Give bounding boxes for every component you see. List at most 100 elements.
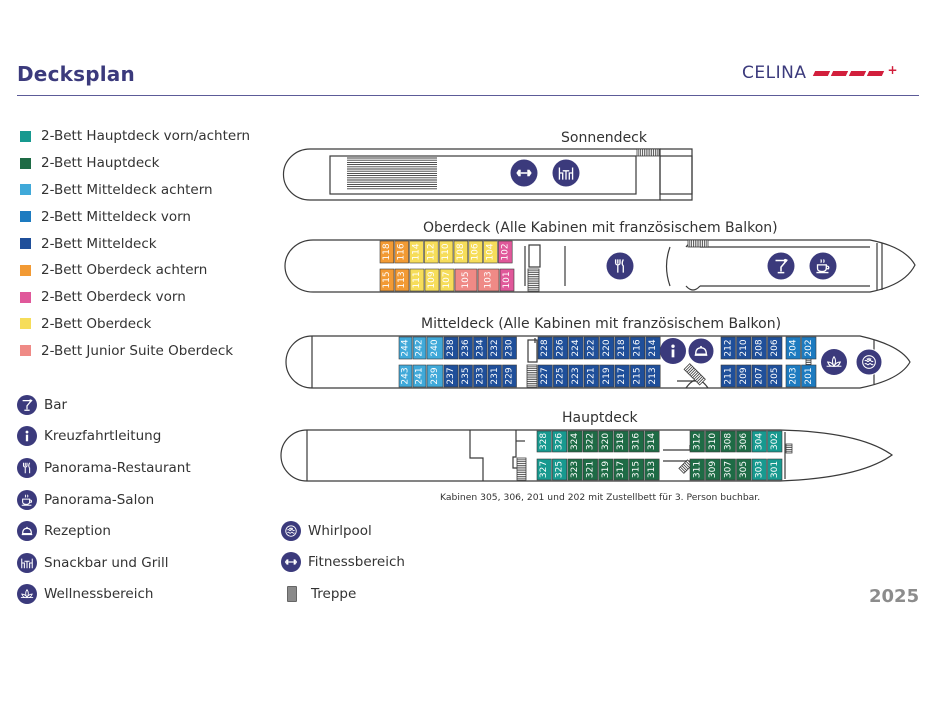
cabin-307[interactable]: 307 bbox=[720, 458, 736, 481]
cabin-216[interactable]: 216 bbox=[630, 336, 646, 360]
cabin-201[interactable]: 201 bbox=[801, 364, 817, 388]
cabin-229[interactable]: 229 bbox=[502, 364, 517, 388]
cabin-214[interactable]: 214 bbox=[645, 336, 661, 360]
cabin-217[interactable]: 217 bbox=[614, 364, 630, 388]
cabin-306[interactable]: 306 bbox=[736, 430, 752, 453]
cabin-241[interactable]: 241 bbox=[412, 364, 427, 388]
cabin-237[interactable]: 237 bbox=[443, 364, 459, 388]
cabin-box bbox=[412, 336, 427, 360]
cabin-319[interactable]: 319 bbox=[598, 458, 614, 481]
cabin-321[interactable]: 321 bbox=[582, 458, 598, 481]
cabin-108[interactable]: 108 bbox=[453, 240, 469, 264]
cabin-301[interactable]: 301 bbox=[767, 458, 783, 481]
cabin-112[interactable]: 112 bbox=[424, 240, 439, 264]
cabin-310[interactable]: 310 bbox=[705, 430, 721, 453]
cabin-305[interactable]: 305 bbox=[736, 458, 752, 481]
cabin-220[interactable]: 220 bbox=[599, 336, 615, 360]
cabin-202[interactable]: 202 bbox=[801, 336, 817, 360]
cabin-116[interactable]: 116 bbox=[394, 240, 409, 264]
cabin-115[interactable]: 115 bbox=[379, 268, 395, 292]
cabin-106[interactable]: 106 bbox=[468, 240, 483, 264]
brand-stripes: + bbox=[813, 63, 898, 77]
cabin-224[interactable]: 224 bbox=[568, 336, 584, 360]
cabin-317[interactable]: 317 bbox=[613, 458, 629, 481]
cabin-240[interactable]: 240 bbox=[426, 336, 444, 360]
cabin-104[interactable]: 104 bbox=[483, 240, 498, 264]
cabin-215[interactable]: 215 bbox=[630, 364, 646, 388]
cabin-110[interactable]: 110 bbox=[438, 240, 454, 264]
cabin-218[interactable]: 218 bbox=[614, 336, 630, 360]
cabin-107[interactable]: 107 bbox=[439, 268, 455, 292]
cabin-225[interactable]: 225 bbox=[553, 364, 569, 388]
cabin-233[interactable]: 233 bbox=[473, 364, 488, 388]
cabin-238[interactable]: 238 bbox=[443, 336, 459, 360]
cabin-314[interactable]: 314 bbox=[644, 430, 660, 453]
cabin-309[interactable]: 309 bbox=[705, 458, 721, 481]
cabin-221[interactable]: 221 bbox=[583, 364, 599, 388]
cabin-228[interactable]: 228 bbox=[537, 336, 553, 360]
cabin-box bbox=[426, 336, 444, 360]
cabin-234[interactable]: 234 bbox=[473, 336, 488, 360]
cabin-213[interactable]: 213 bbox=[645, 364, 661, 388]
legend-label: 2-Bett Oberdeck achtern bbox=[41, 262, 208, 279]
cabin-102[interactable]: 102 bbox=[498, 240, 513, 264]
cabin-327[interactable]: 327 bbox=[536, 458, 552, 481]
cabin-322[interactable]: 322 bbox=[582, 430, 598, 453]
cabin-208[interactable]: 208 bbox=[751, 336, 767, 360]
cabin-box bbox=[645, 364, 661, 388]
cabin-203[interactable]: 203 bbox=[785, 364, 801, 388]
cabin-236[interactable]: 236 bbox=[458, 336, 473, 360]
cabin-316[interactable]: 316 bbox=[629, 430, 645, 453]
cabin-312[interactable]: 312 bbox=[689, 430, 705, 453]
cabin-243[interactable]: 243 bbox=[398, 364, 413, 388]
facility-label: Panorama-Salon bbox=[44, 491, 155, 508]
cabin-328[interactable]: 328 bbox=[536, 430, 552, 453]
cabin-101[interactable]: 101 bbox=[499, 268, 515, 292]
cabin-232[interactable]: 232 bbox=[487, 336, 502, 360]
cabin-105[interactable]: 105 bbox=[454, 268, 478, 292]
cabin-box bbox=[629, 430, 645, 453]
cabin-114[interactable]: 114 bbox=[409, 240, 424, 264]
cabin-303[interactable]: 303 bbox=[751, 458, 767, 481]
cabin-227[interactable]: 227 bbox=[537, 364, 553, 388]
cabin-219[interactable]: 219 bbox=[599, 364, 615, 388]
cabin-242[interactable]: 242 bbox=[412, 336, 427, 360]
cabin-211[interactable]: 211 bbox=[720, 364, 736, 388]
cabin-206[interactable]: 206 bbox=[767, 336, 783, 360]
cabin-304[interactable]: 304 bbox=[751, 430, 767, 453]
cabin-222[interactable]: 222 bbox=[583, 336, 599, 360]
cabin-box bbox=[736, 430, 752, 453]
cabin-244[interactable]: 244 bbox=[398, 336, 413, 360]
cabin-308[interactable]: 308 bbox=[720, 430, 736, 453]
cabin-109[interactable]: 109 bbox=[424, 268, 440, 292]
facility-legend-item: Fitnessbereich bbox=[281, 547, 405, 579]
cabin-111[interactable]: 111 bbox=[409, 268, 425, 292]
cabin-box bbox=[424, 268, 440, 292]
cabin-302[interactable]: 302 bbox=[767, 430, 783, 453]
cabin-113[interactable]: 113 bbox=[394, 268, 410, 292]
cabin-326[interactable]: 326 bbox=[552, 430, 568, 453]
cabin-230[interactable]: 230 bbox=[502, 336, 517, 360]
cabin-207[interactable]: 207 bbox=[751, 364, 767, 388]
cabin-324[interactable]: 324 bbox=[567, 430, 583, 453]
cabin-325[interactable]: 325 bbox=[552, 458, 568, 481]
cabin-318[interactable]: 318 bbox=[613, 430, 629, 453]
cabin-118[interactable]: 118 bbox=[379, 240, 395, 264]
cabin-311[interactable]: 311 bbox=[689, 458, 705, 481]
cabin-231[interactable]: 231 bbox=[487, 364, 502, 388]
cabin-323[interactable]: 323 bbox=[567, 458, 583, 481]
cabin-320[interactable]: 320 bbox=[598, 430, 614, 453]
cabin-210[interactable]: 210 bbox=[736, 336, 752, 360]
cabin-212[interactable]: 212 bbox=[720, 336, 736, 360]
cabin-315[interactable]: 315 bbox=[629, 458, 645, 481]
cabin-313[interactable]: 313 bbox=[644, 458, 660, 481]
cabin-223[interactable]: 223 bbox=[568, 364, 584, 388]
cabin-226[interactable]: 226 bbox=[553, 336, 569, 360]
cabin-239[interactable]: 239 bbox=[426, 364, 444, 388]
cabin-204[interactable]: 204 bbox=[785, 336, 801, 360]
cabin-205[interactable]: 205 bbox=[767, 364, 783, 388]
cabin-number: 310 bbox=[708, 433, 718, 450]
cabin-209[interactable]: 209 bbox=[736, 364, 752, 388]
cabin-235[interactable]: 235 bbox=[458, 364, 473, 388]
cabin-103[interactable]: 103 bbox=[477, 268, 500, 292]
